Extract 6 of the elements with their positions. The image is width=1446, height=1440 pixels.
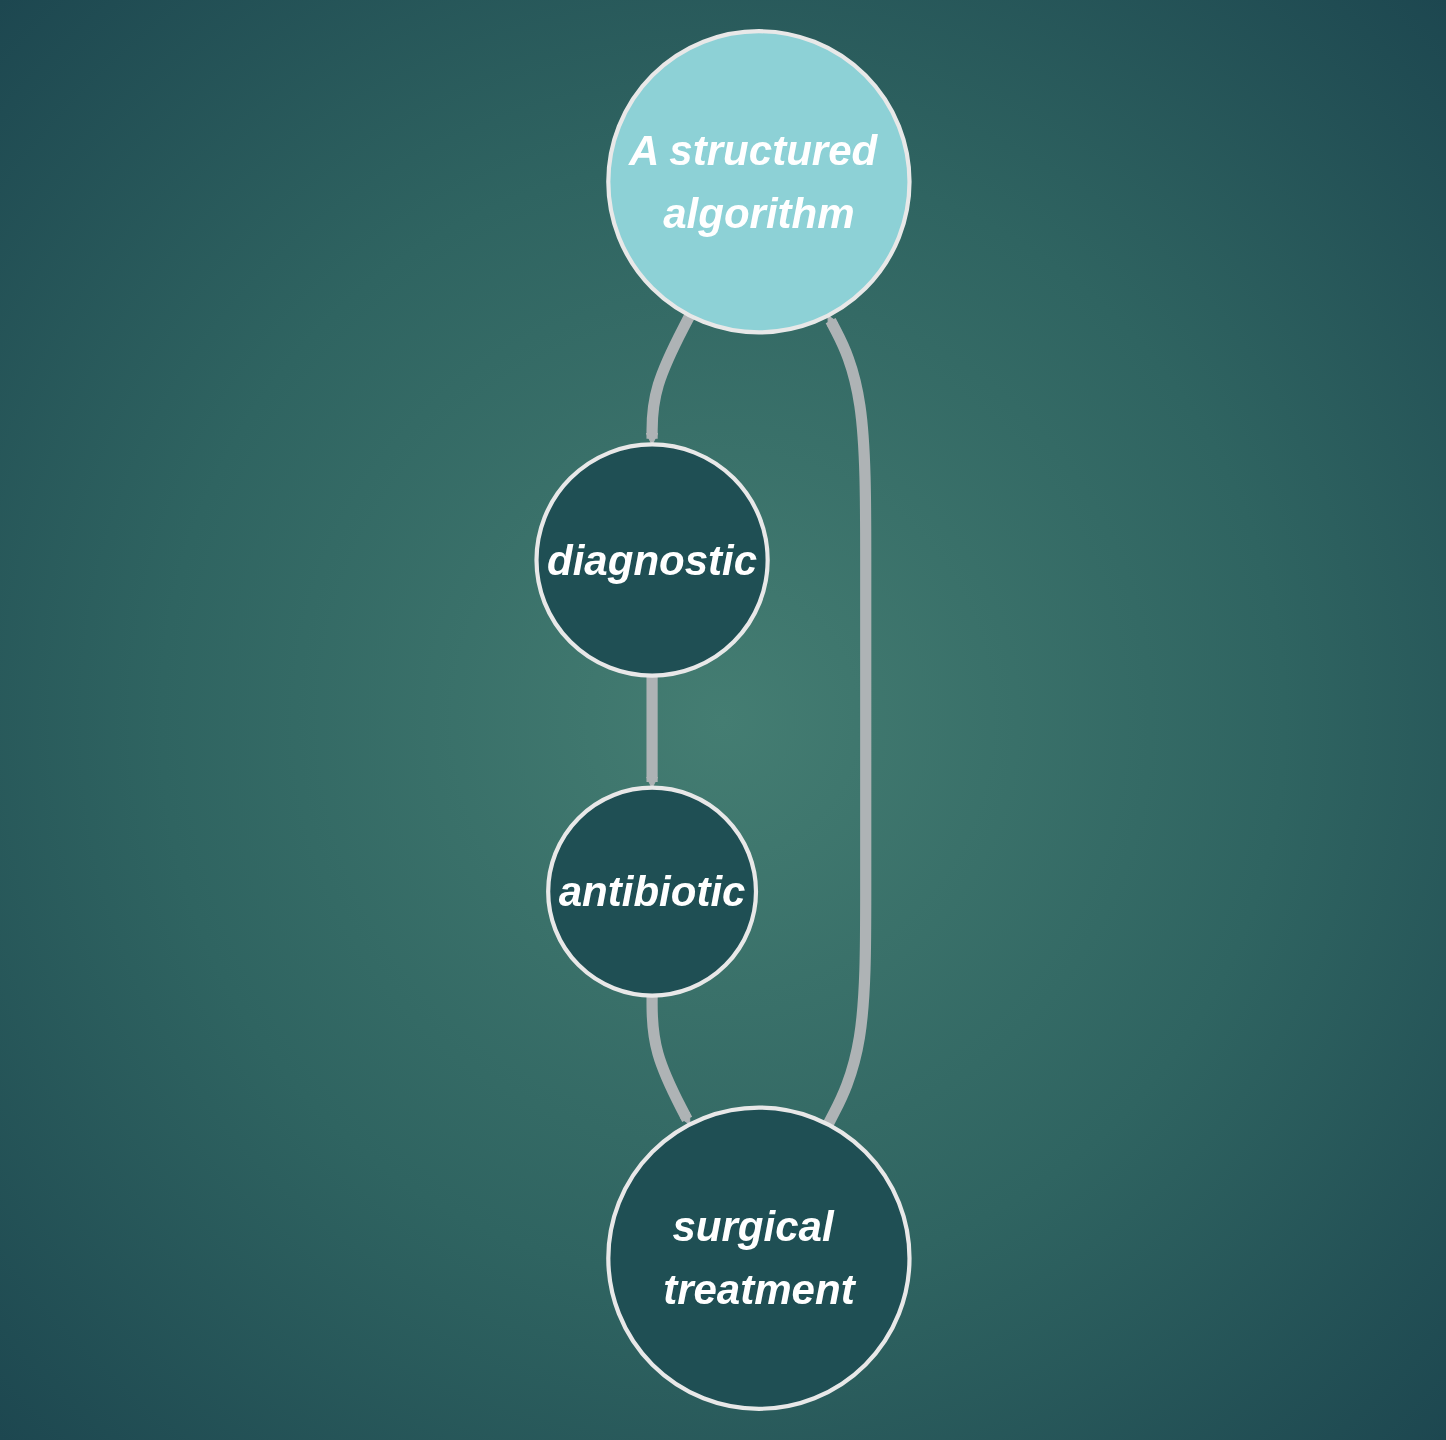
node-circle: antibiotic — [546, 785, 759, 998]
arrow — [823, 315, 872, 1127]
node-circle: surgical treatment — [606, 1105, 912, 1411]
node-circle: diagnostic — [534, 442, 770, 678]
node-circle: A structured algorithm — [606, 29, 912, 335]
arrow — [646, 995, 693, 1125]
